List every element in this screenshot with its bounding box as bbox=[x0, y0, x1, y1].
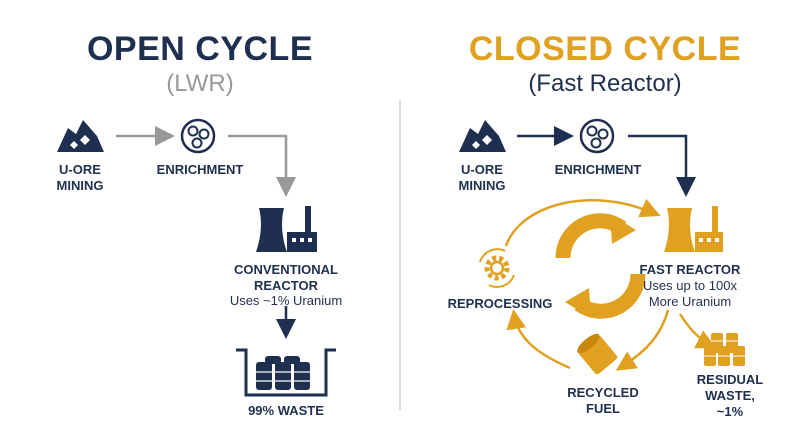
fast-reactor-label: FAST REACTOR bbox=[639, 262, 741, 277]
arrow-enrichment-to-reactor bbox=[628, 134, 696, 197]
open-enrichment-label: ENRICHMENT bbox=[156, 162, 244, 177]
open-reactor-note: Uses ~1% Uranium bbox=[229, 293, 343, 308]
cycle-arrows bbox=[504, 198, 717, 371]
enrichment-icon bbox=[579, 118, 615, 154]
open-cycle-title: OPEN CYCLE bbox=[86, 30, 314, 68]
open-cycle-subtitle: (LWR) bbox=[166, 70, 234, 97]
barrels-icon bbox=[704, 333, 745, 366]
closed-cycle-title: CLOSED CYCLE bbox=[468, 30, 742, 68]
reprocessing-label: REPROCESSING bbox=[447, 296, 553, 311]
ore-icon bbox=[57, 120, 104, 152]
arrow-enrichment-to-reactor bbox=[228, 134, 296, 197]
open-waste-label: 99% WASTE bbox=[248, 403, 324, 418]
enrichment-icon bbox=[180, 118, 216, 154]
reactor-icon bbox=[256, 206, 317, 252]
fuel-rod-icon bbox=[577, 333, 618, 375]
closed-enrichment-label: ENRICHMENT bbox=[554, 162, 642, 177]
ore-icon bbox=[459, 120, 506, 152]
recycle-arrows-icon bbox=[555, 213, 646, 319]
gear-icon bbox=[479, 248, 515, 288]
closed-cycle-subtitle: (Fast Reactor) bbox=[528, 70, 682, 97]
reactor-icon bbox=[664, 206, 723, 252]
waste-pit-icon bbox=[236, 348, 336, 397]
